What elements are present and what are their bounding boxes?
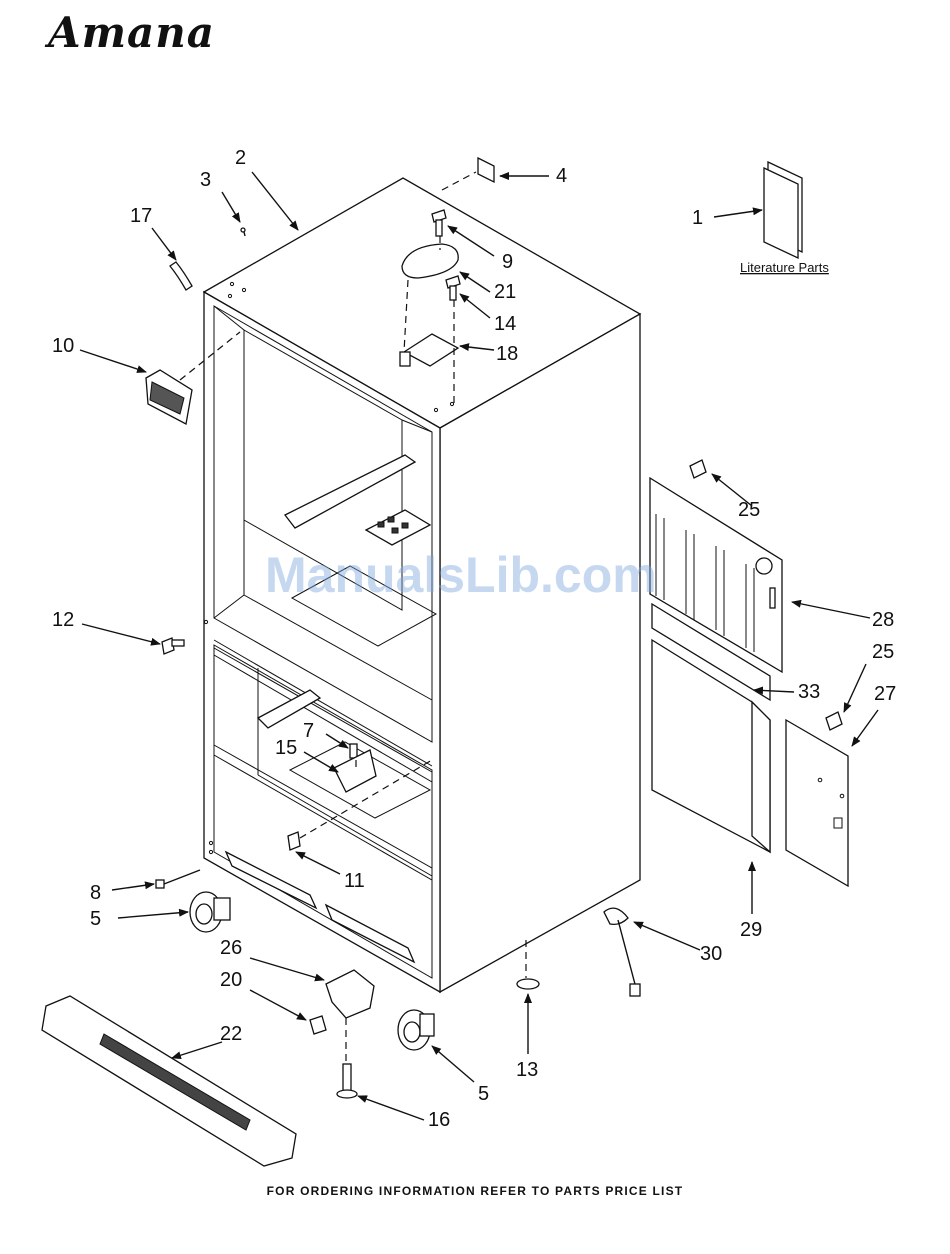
control-module	[146, 370, 192, 424]
callout-3: 3	[200, 169, 211, 191]
watermark: ManualsLib.com	[265, 546, 657, 604]
callout-25-top: 25	[738, 499, 760, 521]
roller-left	[190, 892, 230, 932]
callout-4: 4	[556, 165, 567, 187]
callout-11: 11	[344, 870, 365, 892]
screw-25-top	[690, 460, 706, 478]
roller-bracket	[326, 970, 374, 1018]
callout-5-right: 5	[478, 1083, 489, 1105]
callout-22: 22	[220, 1023, 242, 1045]
callout-17: 17	[130, 205, 152, 227]
callout-33: 33	[798, 681, 820, 703]
callout-21: 21	[494, 281, 516, 303]
screw-25-bottom	[826, 712, 842, 730]
screw-20	[310, 1016, 326, 1034]
callout-15: 15	[275, 737, 297, 759]
callout-8: 8	[90, 882, 101, 904]
cover-panel	[786, 720, 848, 886]
roller-right	[398, 1010, 434, 1050]
callout-14: 14	[494, 313, 516, 335]
cabinet-right-side	[440, 314, 640, 992]
callout-25-bottom: 25	[872, 641, 894, 663]
tube-17	[170, 262, 192, 290]
callout-26: 26	[220, 937, 242, 959]
handle-30	[604, 908, 640, 996]
callout-10: 10	[52, 335, 74, 357]
literature-booklet	[764, 162, 802, 258]
pin-7	[350, 744, 357, 758]
callout-28: 28	[872, 609, 894, 631]
callout-20: 20	[220, 969, 242, 991]
literature-parts-label: Literature Parts	[740, 260, 829, 275]
callout-18: 18	[496, 343, 518, 365]
callout-27: 27	[874, 683, 896, 705]
callout-13: 13	[516, 1059, 538, 1081]
leveling-bolt-8	[156, 870, 200, 888]
base-grille	[42, 996, 296, 1166]
callout-30: 30	[700, 943, 722, 965]
leveler-16	[337, 1064, 357, 1098]
callout-7: 7	[303, 720, 314, 742]
callout-9: 9	[502, 251, 513, 273]
callout-1: 1	[692, 207, 703, 229]
callout-2: 2	[235, 147, 246, 169]
callout-12: 12	[52, 609, 74, 631]
plug-13	[517, 979, 539, 989]
callout-16: 16	[428, 1109, 450, 1131]
callout-5-left: 5	[90, 908, 101, 930]
screw-12	[162, 638, 184, 654]
label-part	[478, 158, 494, 182]
ordering-footer: FOR ORDERING INFORMATION REFER TO PARTS …	[0, 1184, 950, 1198]
screw-11	[288, 832, 300, 850]
callout-29: 29	[740, 919, 762, 941]
